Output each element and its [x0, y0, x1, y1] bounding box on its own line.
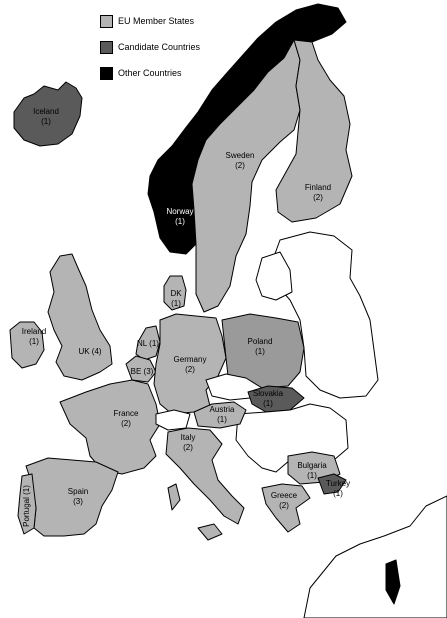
country-iceland[interactable]: [13, 81, 83, 147]
label-iceland-count: (1): [41, 117, 51, 126]
country-austria[interactable]: [193, 401, 247, 429]
country-turkey[interactable]: [317, 473, 347, 495]
label-austria-name: Austria: [210, 405, 235, 414]
country-slovakia[interactable]: [247, 385, 305, 413]
label-iceland-name: Iceland: [33, 107, 59, 116]
country-germany[interactable]: [153, 313, 227, 415]
label-italy-name: Italy: [181, 433, 196, 442]
label-germany-name: Germany: [174, 355, 207, 364]
label-sweden-count: (2): [235, 161, 245, 170]
country-sardinia[interactable]: [167, 483, 181, 511]
country-sicily[interactable]: [197, 523, 223, 541]
country-greece[interactable]: [261, 483, 311, 533]
country-sweden[interactable]: [191, 39, 301, 313]
label-be: BE (3): [131, 367, 154, 376]
label-slovakia-count: (1): [263, 399, 273, 408]
label-spain-count: (3): [73, 497, 83, 506]
label-austria-count: (1): [217, 415, 227, 424]
map-legend: EU Member States Candidate Countries Oth…: [100, 8, 200, 86]
label-sweden-name: Sweden: [226, 151, 255, 160]
label-slovakia-name: Slovakia: [253, 389, 284, 398]
legend-label-eu: EU Member States: [118, 16, 195, 26]
country-denmark[interactable]: [163, 275, 187, 311]
label-france-count: (2): [121, 419, 131, 428]
country-israel[interactable]: [385, 559, 401, 605]
label-greece-count: (2): [279, 501, 289, 510]
country-switzerland[interactable]: [155, 409, 191, 431]
label-ireland-count: (1): [29, 337, 39, 346]
country-netherlands[interactable]: [135, 325, 161, 361]
country-poland[interactable]: [221, 313, 305, 389]
label-spain-name: Spain: [68, 487, 88, 496]
label-turkey-count: (1): [333, 489, 343, 498]
label-uk: UK (4): [78, 347, 101, 356]
label-portugal: Portugal (1): [22, 485, 31, 527]
country-nonmember-east[interactable]: [271, 231, 379, 399]
label-germany-count: (2): [185, 365, 195, 374]
legend-label-candidate: Candidate Countries: [118, 42, 201, 52]
legend-item-other: Other Countries: [100, 60, 200, 86]
legend-swatch-other: [100, 66, 113, 80]
label-norway-count: (1): [175, 217, 185, 226]
label-greece-name: Greece: [271, 491, 298, 500]
label-dk-name: DK: [170, 289, 182, 298]
country-portugal[interactable]: [17, 473, 37, 535]
label-italy-count: (2): [183, 443, 193, 452]
country-finland[interactable]: [275, 39, 353, 223]
label-bulgaria-name: Bulgaria: [297, 461, 327, 470]
country-france[interactable]: [59, 379, 161, 475]
label-nl: NL (1): [137, 339, 159, 348]
country-baltics[interactable]: [255, 251, 293, 301]
country-ireland[interactable]: [9, 321, 45, 369]
legend-item-candidate: Candidate Countries: [100, 34, 200, 60]
label-ireland-name: Ireland: [22, 327, 46, 336]
label-finland-name: Finland: [305, 183, 331, 192]
legend-swatch-candidate: [100, 40, 113, 54]
label-dk-count: (1): [171, 299, 181, 308]
legend-label-other: Other Countries: [118, 68, 182, 78]
label-poland-count: (1): [255, 347, 265, 356]
label-poland-name: Poland: [248, 337, 273, 346]
country-uk[interactable]: [47, 253, 113, 381]
map-labels: Iceland (1) Norway (1) Sweden (2) Finlan…: [22, 107, 350, 527]
country-italy[interactable]: [165, 427, 245, 525]
label-bulgaria-count: (1): [307, 471, 317, 480]
label-finland-count: (2): [313, 193, 323, 202]
legend-item-eu: EU Member States: [100, 8, 200, 34]
country-middle-east[interactable]: [303, 495, 447, 618]
country-spain[interactable]: [25, 457, 119, 537]
label-norway-name: Norway: [166, 207, 193, 216]
label-france-name: France: [114, 409, 139, 418]
label-turkey-name: Turkey: [326, 479, 350, 488]
legend-swatch-eu: [100, 14, 113, 28]
